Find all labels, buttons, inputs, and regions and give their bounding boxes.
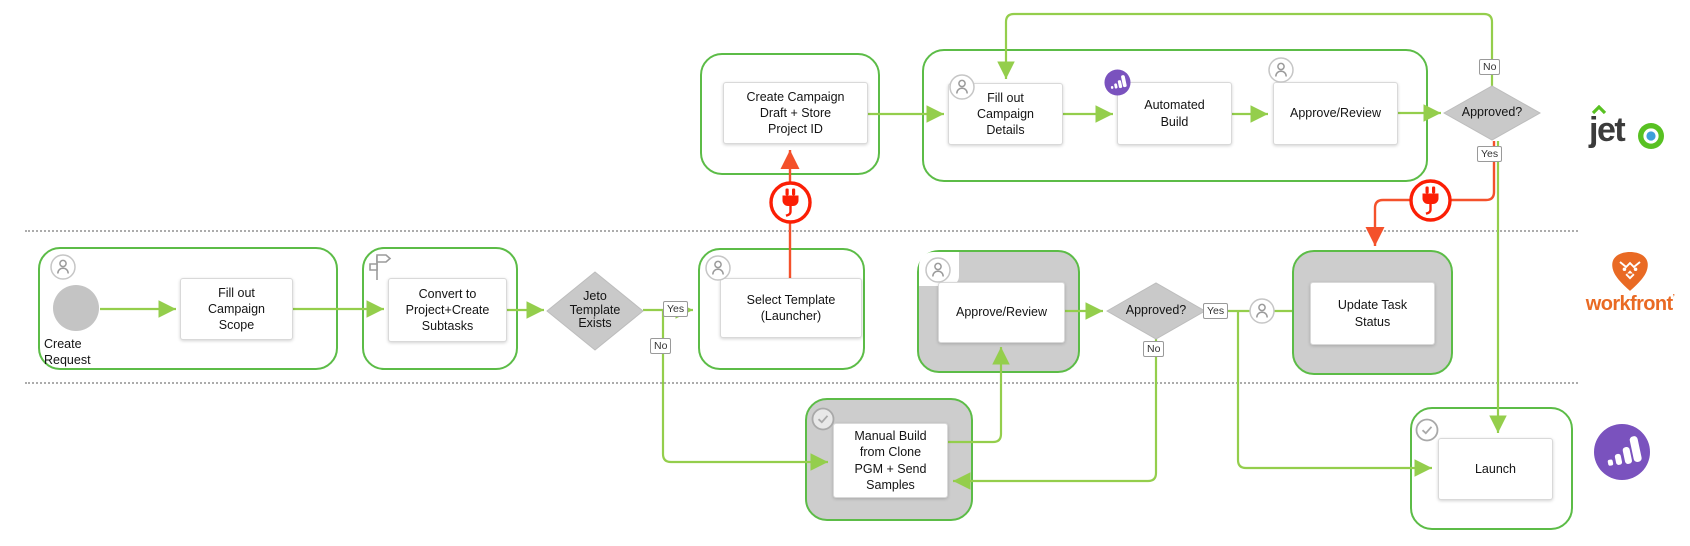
marketo-logo <box>1594 424 1650 480</box>
workfront-logo: workfront’ <box>1572 250 1688 314</box>
person-icon <box>1249 298 1275 324</box>
person-icon <box>705 255 731 281</box>
node-select-template: Select Template (Launcher) <box>720 278 862 338</box>
node-fill-campaign-scope: Fill out Campaign Scope <box>180 278 293 340</box>
edge-label-approved-no: No <box>1143 341 1165 358</box>
node-approve-review-mid: Approve/Review <box>938 282 1065 343</box>
workfront-lion-icon <box>1612 252 1648 291</box>
edge-approved-mid-yes-to-launch <box>1236 311 1432 477</box>
jeto-logo-text: jet <box>1589 111 1626 149</box>
signpost-icon <box>369 254 392 280</box>
plug-integration-icon <box>769 181 812 224</box>
plug-integration-icon <box>1409 179 1452 222</box>
lane-separator-workfront-marketo <box>25 382 1578 384</box>
workfront-logo-text: workfront <box>1585 293 1673 315</box>
edge-label-approved-yes: Yes <box>1203 303 1229 320</box>
node-create-campaign-draft: Create Campaign Draft + Store Project ID <box>723 82 868 144</box>
person-icon <box>1268 57 1294 83</box>
decision-approved-top-label: Approved? <box>1461 105 1523 119</box>
start-event-label: Create Request <box>44 337 91 368</box>
node-fill-campaign-details: Fill out Campaign Details <box>948 83 1063 145</box>
group-select-template <box>698 248 865 370</box>
node-automated-build: Automated Build <box>1117 82 1232 145</box>
jeto-caret-icon <box>1591 105 1607 114</box>
person-icon <box>949 74 975 100</box>
decision-template-exists-diamond <box>546 271 644 351</box>
decision-approved-mid-label: Approved? <box>1125 303 1187 317</box>
decision-template-exists-label: Jeto Template Exists <box>569 289 621 330</box>
edge-label-top-no: No <box>1479 59 1501 76</box>
node-approve-review-top: Approve/Review <box>1273 82 1398 145</box>
check-circle-icon <box>1415 418 1439 442</box>
edge-approved-mid-no-to-manual <box>953 339 1158 490</box>
node-convert-to-project: Convert to Project+Create Subtasks <box>388 278 507 342</box>
start-event-circle <box>53 285 99 331</box>
edge-approved-top-no-loop <box>997 12 1494 87</box>
person-icon <box>50 254 76 280</box>
marketo-icon <box>1104 69 1131 96</box>
edge-label-template-yes: Yes <box>663 301 689 318</box>
lane-separator-jeto-workfront <box>25 230 1578 232</box>
workfront-trademark: ’ <box>1672 293 1675 302</box>
edge-manual-to-approve-mid <box>948 347 1010 444</box>
node-update-task-status: Update Task Status <box>1310 282 1435 345</box>
edge-label-template-no: No <box>650 338 672 355</box>
check-circle-icon <box>811 407 835 431</box>
jeto-o-icon <box>1638 123 1664 149</box>
decision-approved-top-diamond <box>1442 85 1542 141</box>
edge-label-top-yes: Yes <box>1477 146 1503 163</box>
person-icon <box>925 257 951 283</box>
jeto-logo: jet <box>1589 101 1684 163</box>
node-launch: Launch <box>1438 438 1553 500</box>
edge-template-no-to-manual <box>661 310 828 471</box>
node-manual-build: Manual Build from Clone PGM + Send Sampl… <box>833 423 948 498</box>
